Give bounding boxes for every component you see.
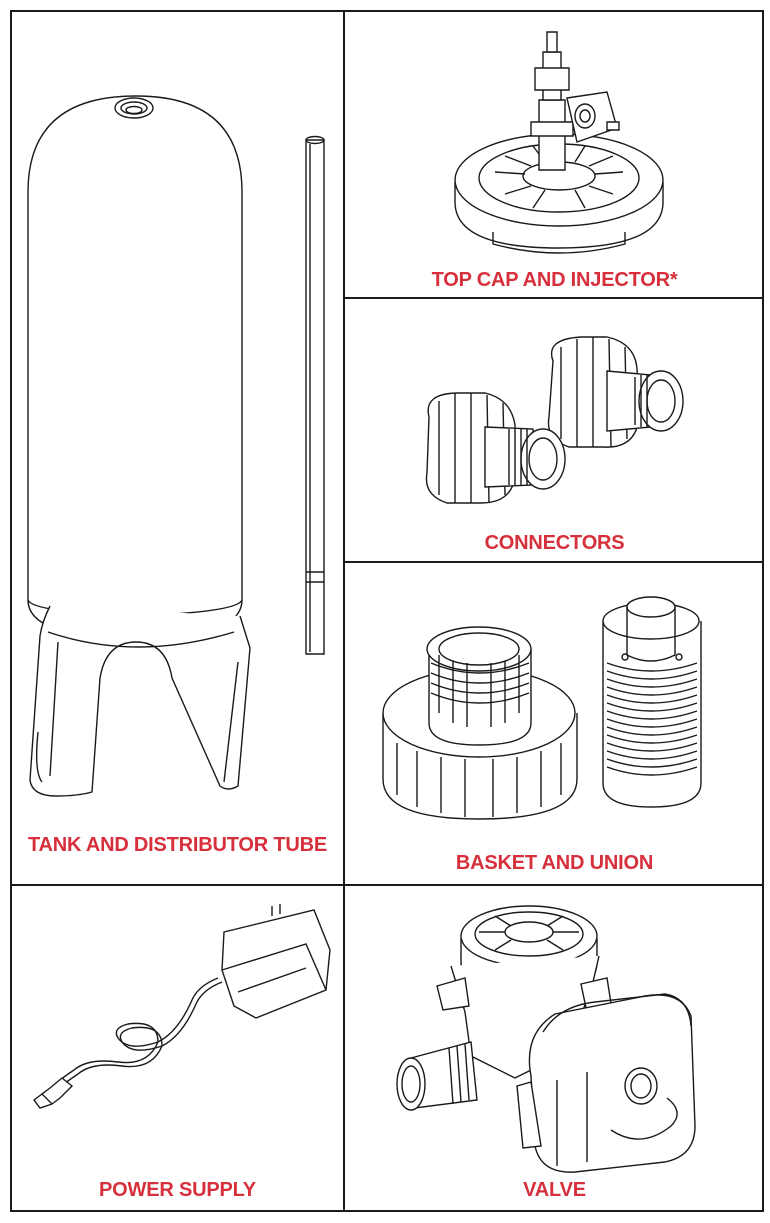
basket-label: BASKET AND UNION bbox=[455, 852, 654, 874]
top-cap-injector-illustration bbox=[345, 12, 764, 297]
valve-cell: VALVE bbox=[345, 886, 764, 1212]
grid-divider-right-2 bbox=[343, 561, 764, 563]
power-cell: POWER SUPPLY bbox=[12, 886, 343, 1212]
top-cap-label: TOP CAP AND INJECTOR* bbox=[431, 269, 678, 291]
valve-label: VALVE bbox=[523, 1179, 586, 1201]
connectors-cell: CONNECTORS bbox=[345, 299, 764, 561]
connectors-label: CONNECTORS bbox=[484, 532, 625, 554]
power-supply-illustration bbox=[12, 886, 343, 1212]
basket-cell: BASKET AND UNION bbox=[345, 563, 764, 884]
valve-illustration bbox=[345, 886, 764, 1212]
grid-divider-right-1 bbox=[343, 297, 764, 299]
parts-grid-frame bbox=[10, 10, 764, 1212]
tank-cell: TANK AND DISTRIBUTOR TUBE bbox=[12, 12, 343, 884]
tank-and-tube-illustration bbox=[12, 12, 343, 884]
grid-divider-middle bbox=[10, 884, 764, 886]
grid-divider-vertical bbox=[343, 10, 345, 1212]
tank-label: TANK AND DISTRIBUTOR TUBE bbox=[27, 834, 328, 856]
basket-union-illustration bbox=[345, 563, 764, 884]
top-cap-cell: TOP CAP AND INJECTOR* bbox=[345, 12, 764, 297]
connectors-illustration bbox=[345, 299, 764, 561]
power-label: POWER SUPPLY bbox=[99, 1179, 256, 1201]
